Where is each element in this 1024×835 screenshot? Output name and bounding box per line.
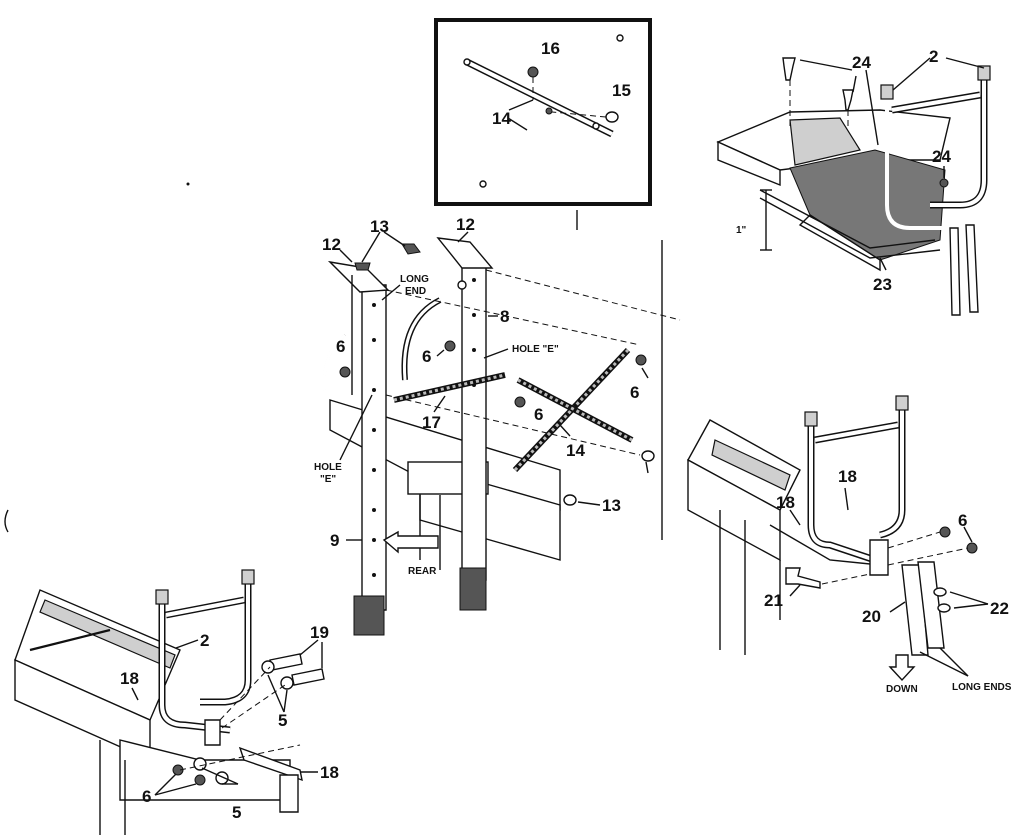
label-6d: 6: [534, 405, 543, 424]
label-hole-e-1: HOLE: [314, 462, 342, 473]
label-12b: 12: [456, 215, 475, 234]
label-long-end-2: END: [405, 286, 426, 297]
label-8: 8: [500, 307, 509, 326]
label-down: DOWN: [886, 684, 918, 695]
label-hole-e-2: "E": [320, 474, 336, 485]
label-hole-e-top: HOLE "E": [512, 344, 559, 355]
label-13b: 13: [602, 496, 621, 515]
label-6f: 6: [142, 787, 151, 806]
label-24b: 24: [932, 147, 951, 166]
label-6a: 6: [336, 337, 345, 356]
label-12a: 12: [322, 235, 341, 254]
label-18d: 18: [320, 763, 339, 782]
label-23: 23: [873, 275, 892, 294]
label-22: 22: [990, 599, 1009, 618]
label-21: 21: [764, 591, 783, 610]
label-long-end-1: LONG: [400, 274, 429, 285]
label-2-topright: 2: [929, 47, 938, 66]
label-9: 9: [330, 531, 339, 550]
label-15: 15: [612, 81, 631, 100]
label-24a: 24: [852, 53, 871, 72]
label-19: 19: [310, 623, 329, 642]
label-1-inch: 1": [736, 225, 747, 236]
label-5a: 5: [278, 711, 287, 730]
label-long-ends: LONG ENDS: [952, 682, 1012, 693]
bottom-left-rail-view: 2 19 18 5 6 5 18: [14, 569, 339, 835]
label-6e: 6: [958, 511, 967, 530]
label-6b: 6: [422, 347, 431, 366]
label-5b: 5: [232, 803, 241, 822]
label-17: 17: [422, 413, 441, 432]
label-14: 14: [566, 441, 585, 460]
step-platform-view: 24 2 24 1" 23: [716, 47, 991, 316]
label-16: 16: [541, 39, 560, 58]
label-13a: 13: [370, 217, 389, 236]
handrail-bracket-view: 18 18 6 21 20 22 DOWN LONG ENDS: [687, 395, 1012, 695]
label-6c: 6: [630, 383, 639, 402]
frame-crossbrace-view: 13 12 12 LONG END 8 6 6 HOLE "E" 6 6 17 …: [314, 215, 681, 636]
label-20: 20: [862, 607, 881, 626]
label-2-bottomleft: 2: [200, 631, 209, 650]
label-14-inset: 14: [492, 109, 511, 128]
inset-crossbrace-detail: 16 15 14: [434, 18, 652, 206]
label-rear: REAR: [408, 566, 437, 577]
label-18c: 18: [120, 669, 139, 688]
label-18a: 18: [838, 467, 857, 486]
label-18b: 18: [776, 493, 795, 512]
